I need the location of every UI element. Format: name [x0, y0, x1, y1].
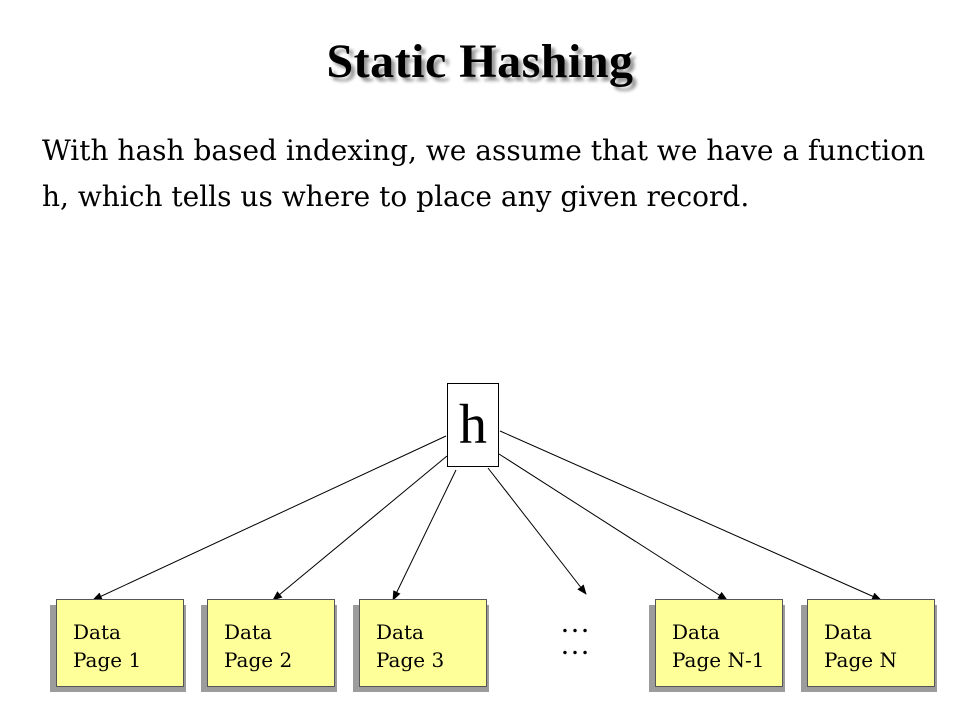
data-page-n-line1: Data [824, 620, 872, 644]
arrow-to-page-3 [392, 469, 457, 601]
arrow-to-page-1 [92, 435, 447, 601]
data-page-1-line1: Data [73, 620, 121, 644]
arrow-to-page-n-1 [498, 453, 728, 601]
data-page-3: Data Page 3 [359, 599, 487, 687]
data-page-n-1: Data Page N-1 [655, 599, 783, 687]
data-page-n-1-line1: Data [672, 620, 720, 644]
data-page-3-line1: Data [376, 620, 424, 644]
data-page-1: Data Page 1 [56, 599, 184, 687]
ellipsis-bottom: … [560, 628, 594, 661]
arrow-to-page-n [499, 430, 882, 601]
ellipsis-top: … [560, 606, 594, 639]
data-page-n-1-line2: Page N-1 [672, 648, 765, 672]
data-page-1-line2: Page 1 [73, 648, 142, 672]
data-page-n-line2: Page N [824, 648, 897, 672]
data-page-3-line2: Page 3 [376, 648, 445, 672]
arrow-to-page-2 [272, 455, 448, 601]
hash-function-label: h [459, 394, 487, 456]
data-page-n: Data Page N [807, 599, 935, 687]
data-page-2-line2: Page 2 [224, 648, 293, 672]
slide-body-text: With hash based indexing, we assume that… [42, 134, 926, 213]
hash-function-box: h [447, 383, 499, 467]
ellipsis: … … [560, 606, 610, 661]
data-page-2-line1: Data [224, 620, 272, 644]
data-page-2: Data Page 2 [207, 599, 335, 687]
slide-title: Static Hashing [326, 35, 634, 88]
arrow-to-ellipsis [487, 467, 587, 595]
